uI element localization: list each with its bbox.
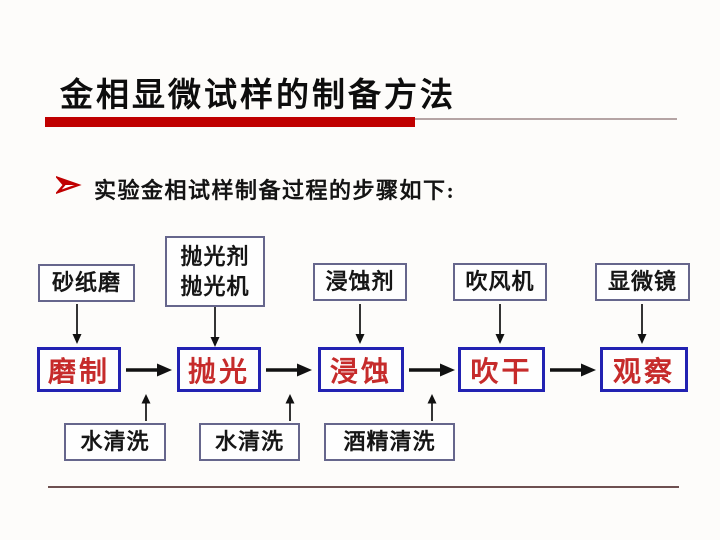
up-arrow-icon — [285, 394, 295, 421]
down-arrow-icon — [210, 307, 220, 347]
clean-box-alcohol-rinse: 酒精清洗 — [324, 423, 455, 461]
clean-box-water-rinse-2: 水清洗 — [199, 423, 300, 461]
tool-box-hairdryer: 吹风机 — [453, 263, 547, 301]
tool-box-microscope: 显微镜 — [595, 263, 690, 301]
down-arrow-icon — [637, 304, 647, 344]
tool-box-etchant: 浸蚀剂 — [313, 263, 407, 301]
step-box-observe: 观察 — [600, 347, 688, 392]
down-arrow-icon — [72, 304, 82, 344]
step-box-etch: 浸蚀 — [318, 347, 404, 392]
down-arrow-icon — [355, 304, 365, 344]
title-underline-bar — [45, 117, 415, 127]
page-title: 金相显微试样的制备方法 — [60, 78, 456, 114]
step-box-polish: 抛光 — [177, 347, 261, 392]
title-underline-thin-line — [415, 118, 677, 120]
up-arrow-icon — [141, 394, 151, 421]
clean-box-water-rinse-1: 水清洗 — [64, 423, 166, 461]
up-arrow-icon — [427, 394, 437, 421]
bullet-arrow-icon — [56, 176, 82, 194]
right-arrow-icon — [266, 363, 312, 377]
tool-box-polishing-agent-machine: 抛光剂 抛光机 — [165, 236, 265, 307]
step-box-grind: 磨制 — [37, 347, 121, 392]
right-arrow-icon — [409, 363, 455, 377]
step-box-dry: 吹干 — [458, 347, 545, 392]
tool-box-sandpaper: 砂纸磨 — [38, 264, 135, 302]
footer-divider-line — [48, 486, 679, 488]
right-arrow-icon — [550, 363, 596, 377]
bullet-text: 实验金相试样制备过程的步骤如下: — [94, 178, 456, 203]
down-arrow-icon — [495, 304, 505, 344]
right-arrow-icon — [126, 363, 172, 377]
